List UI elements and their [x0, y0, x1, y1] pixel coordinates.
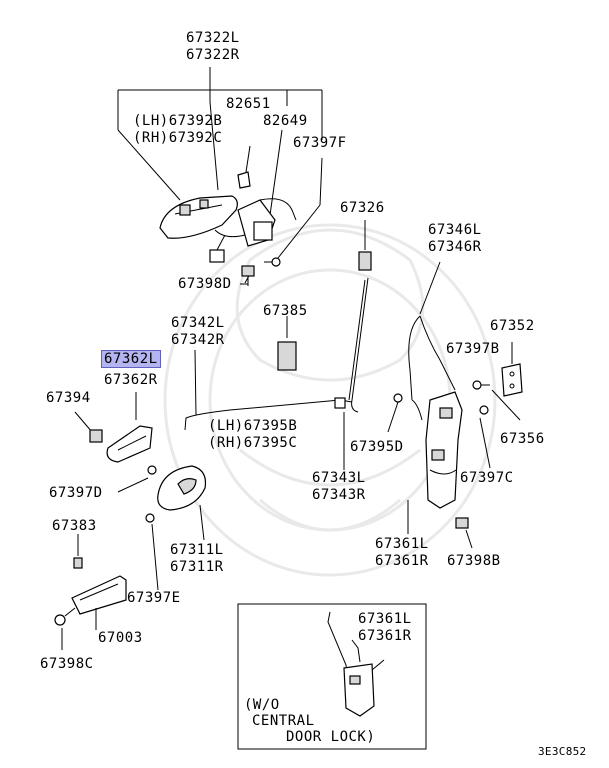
label-67361L: 67361L — [375, 536, 429, 552]
label-67003: 67003 — [98, 630, 143, 646]
label-67397D: 67397D — [49, 485, 103, 501]
label-67392B: (LH)67392B — [133, 113, 223, 129]
label-67343R: 67343R — [312, 487, 366, 503]
inset-label-67361L: 67361L — [358, 611, 412, 627]
label-67395C: (RH)67395C — [208, 435, 298, 451]
label-67346L: 67346L — [428, 222, 482, 238]
label-67311R: 67311R — [170, 559, 224, 575]
bolt-67398D — [240, 265, 255, 286]
inset-note-line2: CENTRAL — [252, 713, 315, 729]
label-67392C: (RH)67392C — [133, 130, 223, 146]
inset-panel — [237, 603, 427, 750]
screw-67397D — [117, 465, 157, 493]
clip-67326 — [358, 220, 372, 271]
label-67361R: 67361R — [375, 553, 429, 569]
label-67395B: (LH)67395B — [208, 418, 298, 434]
clip-67394 — [74, 411, 103, 443]
label-67322L: 67322L — [186, 30, 240, 46]
label-67398C: 67398C — [40, 656, 94, 672]
label-67346R: 67346R — [428, 239, 482, 255]
door-lock-67361 — [387, 391, 491, 549]
label-67397F: 67397F — [293, 135, 347, 151]
label-67398D: 67398D — [178, 276, 232, 292]
inset-label-67361R: 67361R — [358, 628, 412, 644]
label-67362L: 67362L — [101, 350, 161, 368]
label-67322R: 67322R — [186, 47, 240, 63]
door-check-67003 — [54, 534, 127, 650]
label-67398B: 67398B — [447, 553, 501, 569]
label-67352: 67352 — [490, 318, 535, 334]
label-67342L: 67342L — [171, 315, 225, 331]
label-67356: 67356 — [500, 431, 545, 447]
diagram-code: 3E3C852 — [538, 745, 587, 758]
inset-note-line1: (W/O — [244, 697, 280, 713]
label-67343L: 67343L — [312, 470, 366, 486]
outside-handle — [159, 195, 238, 239]
label-67394: 67394 — [46, 390, 91, 406]
label-67397C: 67397C — [460, 470, 514, 486]
label-82649: 82649 — [263, 113, 308, 129]
inside-handle-67362 — [106, 392, 153, 463]
rod-67342 — [184, 349, 353, 431]
label-67362R: 67362R — [104, 372, 158, 388]
label-67395D: 67395D — [350, 439, 404, 455]
label-67385: 67385 — [263, 303, 308, 319]
striker-67352 — [472, 342, 523, 421]
inset-note-line3: DOOR LOCK) — [286, 729, 376, 745]
label-67326: 67326 — [340, 200, 385, 216]
label-67383: 67383 — [52, 518, 97, 534]
part-67385 — [277, 316, 297, 371]
label-67397E: 67397E — [127, 590, 181, 606]
handle-linkage — [209, 198, 297, 263]
screw-67397F — [264, 257, 281, 267]
clip-82651 — [237, 171, 251, 189]
rod-67346 — [408, 261, 456, 401]
screw-67397E — [145, 513, 159, 591]
label-67342R: 67342R — [171, 332, 225, 348]
label-67311L: 67311L — [170, 542, 224, 558]
rod-67343 — [343, 277, 369, 470]
watermark-logo — [163, 223, 497, 577]
escutcheon-67311 — [157, 465, 207, 541]
label-67397B: 67397B — [446, 341, 500, 357]
label-82651: 82651 — [226, 96, 271, 112]
